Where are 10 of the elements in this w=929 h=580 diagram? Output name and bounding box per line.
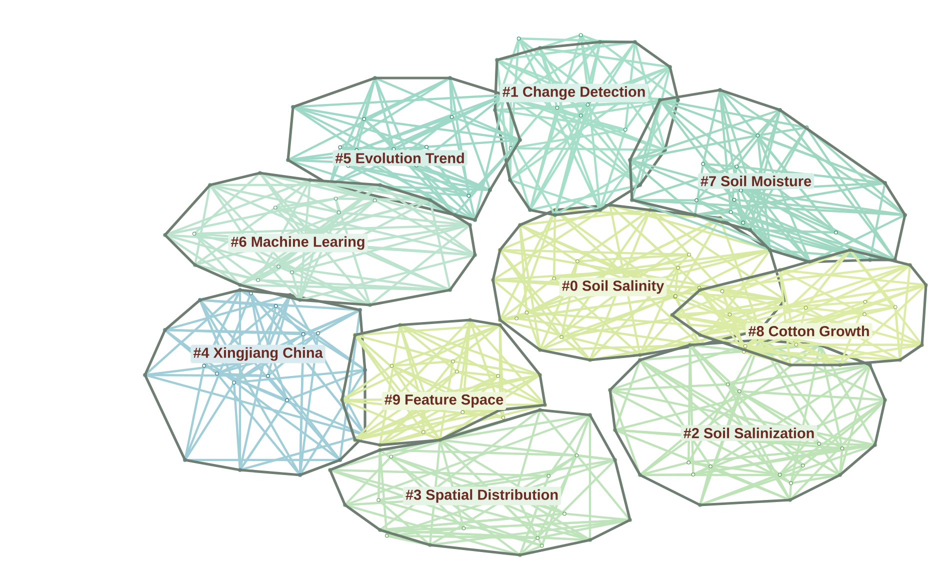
cluster-label: #1 Change Detection: [500, 84, 648, 102]
cluster-label: #9 Feature Space: [382, 392, 506, 410]
cluster-label: #7 Soil Moisture: [698, 173, 814, 189]
cluster-label: #3 Spatial Distribution: [402, 486, 562, 506]
cluster-label: #0 Soil Salinity: [559, 278, 667, 296]
cluster-label: #8 Cotton Growth: [746, 323, 872, 339]
cluster-label: #6 Machine Learing: [228, 234, 368, 252]
cluster-label: #2 Soil Salinization: [680, 425, 818, 441]
cluster-label: #4 Xingjiang China: [190, 344, 326, 364]
cluster-label: #5 Evolution Trend: [332, 150, 468, 166]
